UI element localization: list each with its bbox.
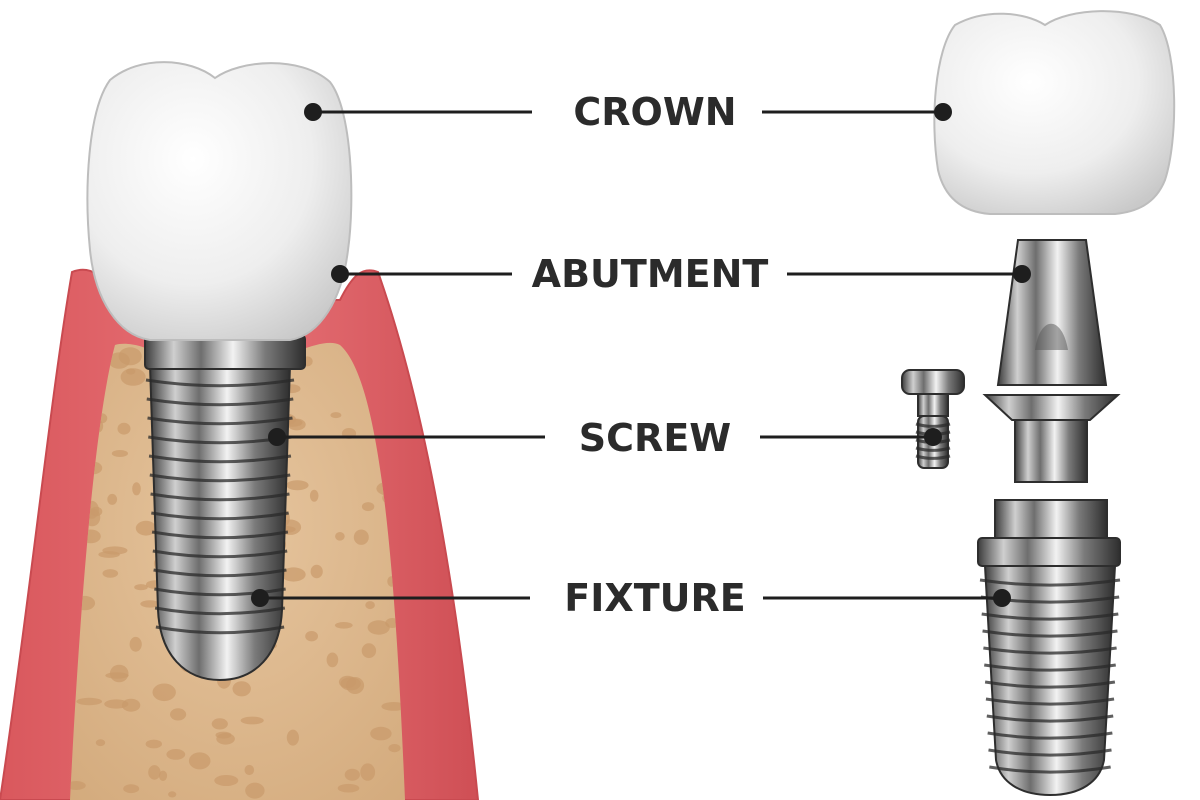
exploded-abutment <box>982 239 1121 483</box>
abutment-point-left <box>331 265 349 283</box>
fixture-label: FIXTURE <box>564 576 746 620</box>
crown-label: CROWN <box>573 90 737 134</box>
crown-point-left <box>304 103 322 121</box>
installed-crown <box>86 61 353 341</box>
leader-lines <box>251 103 1031 607</box>
installed-fixture <box>144 334 306 682</box>
abutment-point-right <box>1013 265 1031 283</box>
fixture-point-left <box>251 589 269 607</box>
abutment-label: ABUTMENT <box>531 252 769 296</box>
crown-point-right <box>934 103 952 121</box>
screw-point-right <box>924 428 942 446</box>
exploded-fixture <box>977 499 1121 797</box>
exploded-crown <box>933 10 1176 215</box>
screw-label: SCREW <box>578 416 732 460</box>
fixture-point-right <box>993 589 1011 607</box>
exploded-screw <box>901 369 965 469</box>
screw-point-left <box>268 428 286 446</box>
